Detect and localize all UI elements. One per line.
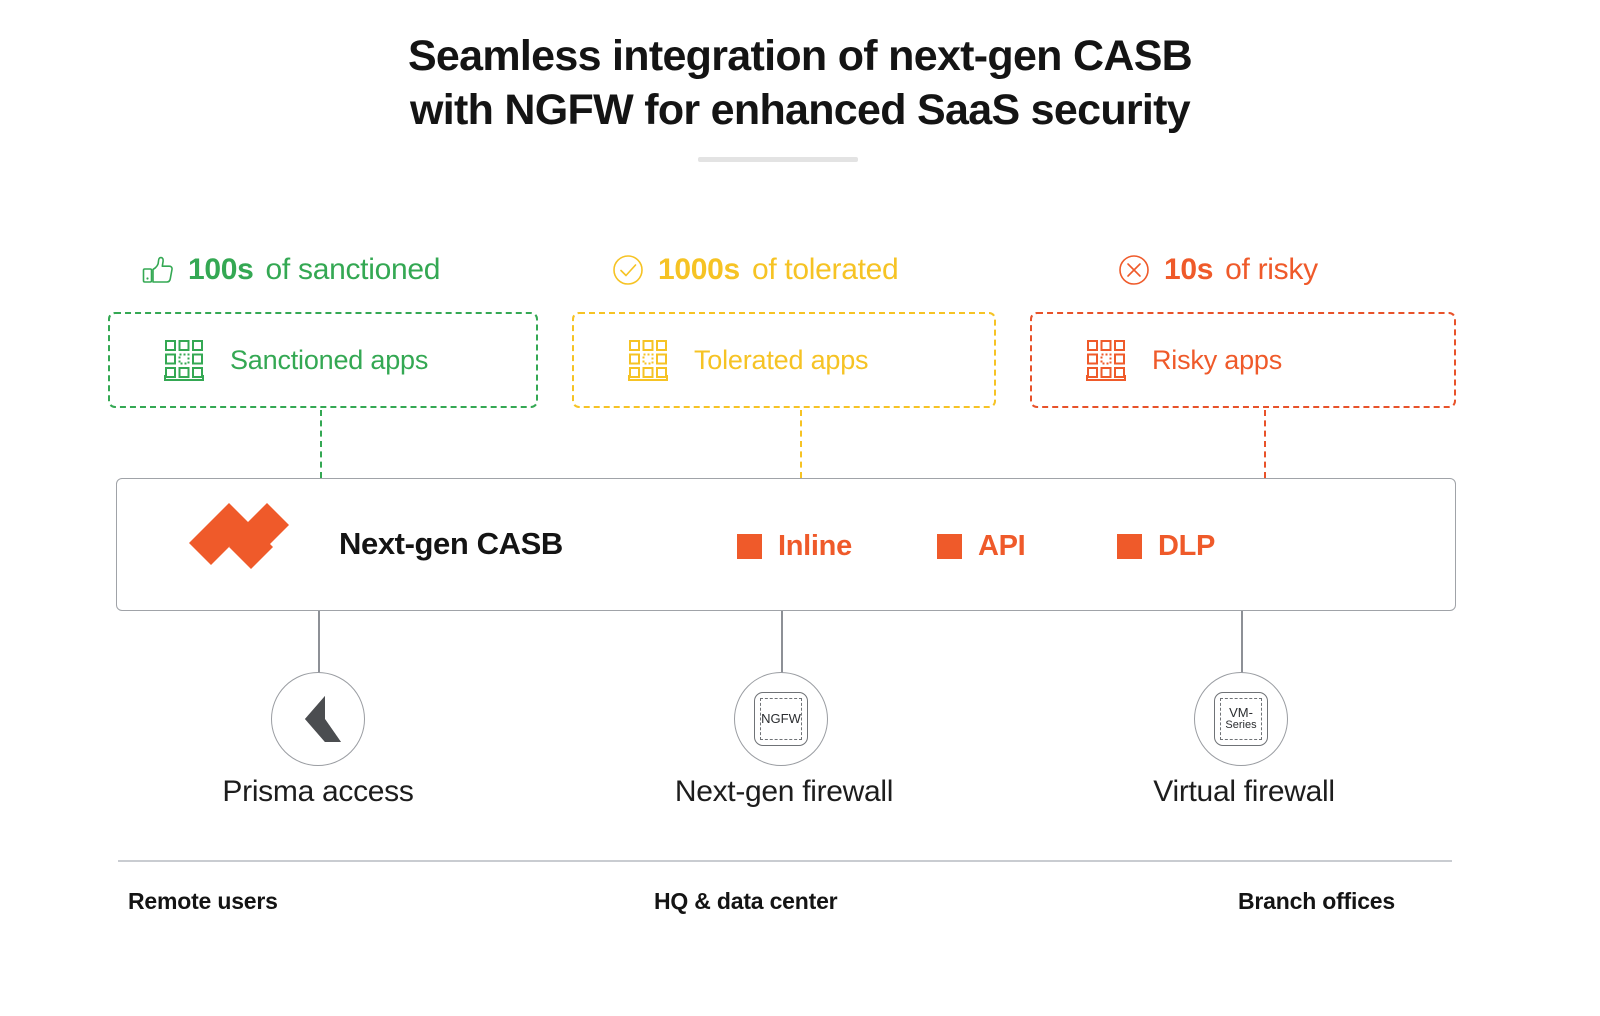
node-virtual-firewall[interactable]: VM- Series [1194,672,1288,766]
connector-casb-to-virtual-firewall [1241,611,1243,676]
vm-series-chip-icon: VM- Series [1214,692,1268,746]
category-suffix-risky: of risky [1225,253,1318,286]
category-column-tolerated: 1000s of tolerated Tolerated apps [572,248,996,408]
palo-alto-networks-logo [189,503,289,569]
app-grid-icon [164,340,204,381]
category-column-sanctioned: 100s of sanctioned Sanctioned apps [108,248,538,408]
ngfw-chip-text: NGFW [761,711,801,727]
node-next-gen-firewall[interactable]: NGFW [734,672,828,766]
apps-box-risky[interactable]: Risky apps [1030,312,1456,408]
casb-title: Next-gen CASB [339,526,563,561]
node-ring [271,672,365,766]
connector-casb-to-prisma [318,611,320,676]
node-label-prisma-access: Prisma access [222,775,414,808]
title-line-1: Seamless integration of next-gen CASB [407,32,1193,80]
capability-dlp[interactable]: DLP [1117,530,1215,563]
swatch-icon [737,534,762,559]
category-column-risky: 10s of risky Risky apps [1030,248,1456,408]
connector-tolerated-to-casb [800,410,802,478]
node-label-next-gen-firewall: Next-gen firewall [674,775,894,808]
vm-series-chip-text-2: Series [1225,719,1257,732]
zone-label-remote-users: Remote users [128,888,278,914]
category-count-sanctioned: 100s [188,253,254,286]
ngfw-chip-icon: NGFW [754,692,808,746]
category-suffix-tolerated: of tolerated [751,253,899,286]
category-count-risky: 10s [1164,253,1214,286]
swatch-icon [1117,534,1142,559]
category-header-risky: 10s of risky [1114,248,1456,292]
node-ring: NGFW [734,672,828,766]
check-circle-icon [613,255,643,285]
node-prisma-access[interactable] [271,672,365,766]
capability-label-api: API [978,530,1026,562]
apps-label-risky: Risky apps [1152,344,1283,375]
node-label-virtual-firewall: Virtual firewall [1153,775,1335,808]
ngfw-chip-inner: NGFW [760,698,802,740]
connector-casb-to-ngfw [781,611,783,676]
capability-inline[interactable]: Inline [737,530,852,563]
swatch-icon [937,534,962,559]
capability-label-inline: Inline [778,530,852,562]
footer-divider [118,860,1452,862]
connector-risky-to-casb [1264,410,1266,478]
connector-sanctioned-to-casb [320,410,322,478]
capability-api[interactable]: API [937,530,1026,563]
title-line-2: with NGFW for enhanced SaaS security [409,85,1191,134]
next-gen-casb-panel[interactable]: Next-gen CASB Inline API DLP [116,478,1456,611]
apps-label-sanctioned: Sanctioned apps [230,344,429,375]
capability-label-dlp: DLP [1158,530,1216,562]
node-ring: VM- Series [1194,672,1288,766]
zone-label-hq-data-center: HQ & data center [654,888,838,914]
category-suffix-sanctioned: of sanctioned [265,253,441,286]
title-divider [698,157,858,162]
app-grid-icon [628,340,668,381]
apps-box-sanctioned[interactable]: Sanctioned apps [108,312,538,408]
apps-box-tolerated[interactable]: Tolerated apps [572,312,996,408]
x-circle-icon [1119,255,1149,285]
category-header-sanctioned: 100s of sanctioned [138,248,538,292]
category-count-tolerated: 1000s [658,253,740,286]
app-grid-icon [1086,340,1126,381]
vm-series-chip-text-1: VM- [1229,705,1253,721]
vm-series-chip-inner: VM- Series [1220,698,1262,740]
category-header-tolerated: 1000s of tolerated [608,248,996,292]
prisma-access-icon [305,696,341,742]
zone-label-branch-offices: Branch offices [1238,888,1395,914]
thumbs-up-icon [142,256,173,283]
page-title: Seamless integration of next-gen CASB wi… [0,30,1600,138]
apps-label-tolerated: Tolerated apps [694,344,869,375]
